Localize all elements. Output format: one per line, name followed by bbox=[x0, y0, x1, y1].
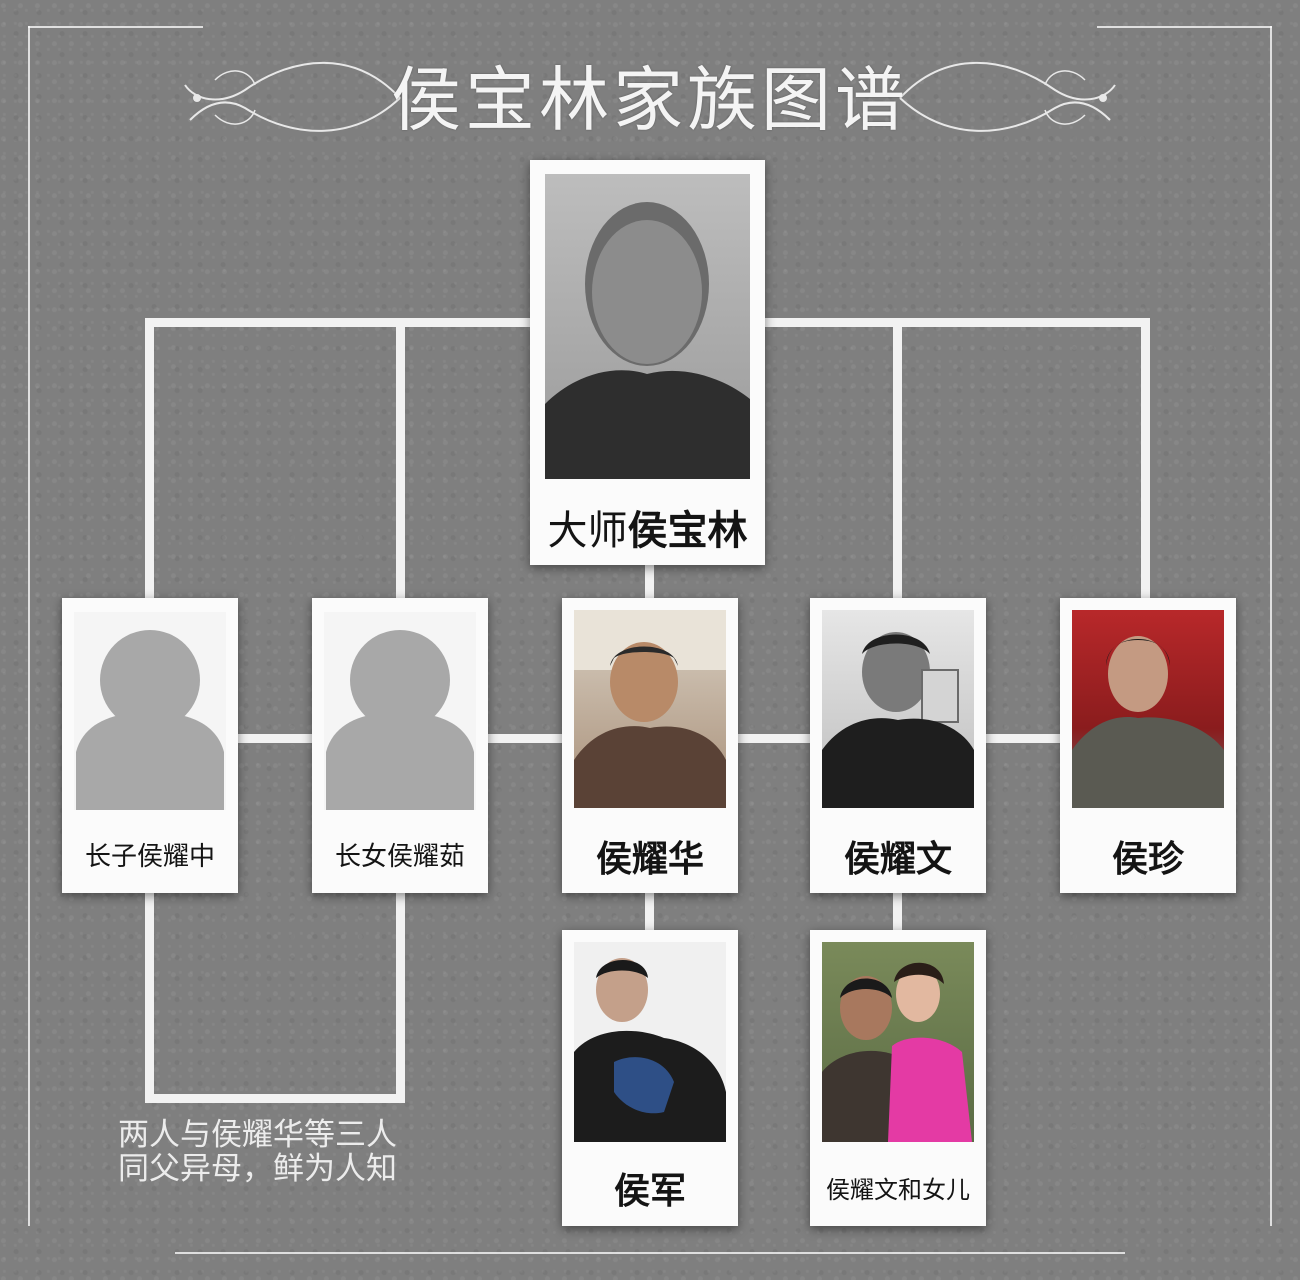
child-name-3: 侯耀华 bbox=[595, 839, 704, 880]
grandchild-name-1: 侯军 bbox=[613, 1171, 686, 1212]
frame-bottom-line bbox=[175, 1252, 1125, 1254]
child-card-1: 长子侯耀中 bbox=[62, 598, 238, 893]
title-ornament-left-icon bbox=[184, 61, 401, 132]
child-photo-4 bbox=[822, 610, 974, 808]
root-portrait-icon bbox=[545, 202, 750, 479]
person-photo-icon bbox=[822, 962, 972, 1142]
frame-top-left-line bbox=[28, 26, 203, 28]
connector-bracket-bottom bbox=[145, 1094, 405, 1103]
person-photo-icon bbox=[574, 610, 726, 808]
connector-drop-child-3 bbox=[645, 555, 654, 610]
person-photo-icon bbox=[574, 958, 726, 1142]
connector-drop-child-2 bbox=[396, 318, 405, 608]
person-photo-icon bbox=[822, 632, 974, 808]
person-placeholder-icon bbox=[76, 630, 224, 810]
grandchild-photo-2 bbox=[822, 942, 974, 1142]
frame-top-right-line bbox=[1097, 26, 1272, 28]
footnote-line-1: 两人与侯耀华等三人 bbox=[118, 1117, 397, 1153]
grandchild-photo-1 bbox=[574, 942, 726, 1142]
grandchild-name-2: 侯耀文和女儿 bbox=[826, 1176, 970, 1204]
footnote: 两人与侯耀华等三人 同父异母，鲜为人知 bbox=[118, 1118, 397, 1186]
root-card: 大师侯宝林 bbox=[530, 160, 765, 565]
connector-drop-child-1 bbox=[145, 318, 154, 608]
child-placeholder-avatar-1 bbox=[74, 612, 226, 810]
connector-top-horizontal-left bbox=[145, 318, 545, 327]
child-photo-3 bbox=[574, 610, 726, 808]
connector-bracket-left bbox=[145, 880, 154, 1102]
root-name-main: 侯宝林 bbox=[627, 508, 748, 554]
root-name-prefix: 大师 bbox=[547, 508, 628, 554]
grandchild-card-1: 侯军 bbox=[562, 930, 738, 1226]
page-title: 侯宝林家族图谱 bbox=[391, 59, 909, 141]
person-placeholder-icon bbox=[326, 630, 474, 810]
child-photo-5 bbox=[1072, 610, 1224, 808]
child-card-3: 侯耀华 bbox=[562, 598, 738, 893]
child-name-4: 侯耀文 bbox=[843, 839, 952, 880]
title-ornament-right-icon bbox=[899, 61, 1116, 132]
child-card-4: 侯耀文 bbox=[810, 598, 986, 893]
grandchild-card-2: 侯耀文和女儿 bbox=[810, 930, 986, 1226]
root-portrait bbox=[545, 174, 750, 479]
child-name-1: 长子侯耀中 bbox=[84, 842, 215, 872]
connector-grandchild-1 bbox=[645, 880, 654, 940]
child-placeholder-avatar-2 bbox=[324, 612, 476, 810]
connector-bracket-right bbox=[396, 880, 405, 1102]
frame-left-line bbox=[28, 26, 30, 1226]
child-card-2: 长女侯耀茹 bbox=[312, 598, 488, 893]
root-name: 大师侯宝林 bbox=[530, 498, 765, 556]
person-photo-icon bbox=[1072, 636, 1224, 808]
child-name-5: 侯珍 bbox=[1111, 839, 1184, 880]
child-card-5: 侯珍 bbox=[1060, 598, 1236, 893]
connector-grandchild-2 bbox=[893, 880, 902, 940]
child-name-2: 长女侯耀茹 bbox=[334, 842, 465, 872]
footnote-line-2: 同父异母，鲜为人知 bbox=[118, 1151, 397, 1187]
frame-right-line bbox=[1270, 26, 1272, 1226]
connector-top-horizontal-right bbox=[755, 318, 1150, 327]
connector-drop-child-4 bbox=[893, 318, 902, 608]
connector-drop-child-5 bbox=[1141, 318, 1150, 608]
